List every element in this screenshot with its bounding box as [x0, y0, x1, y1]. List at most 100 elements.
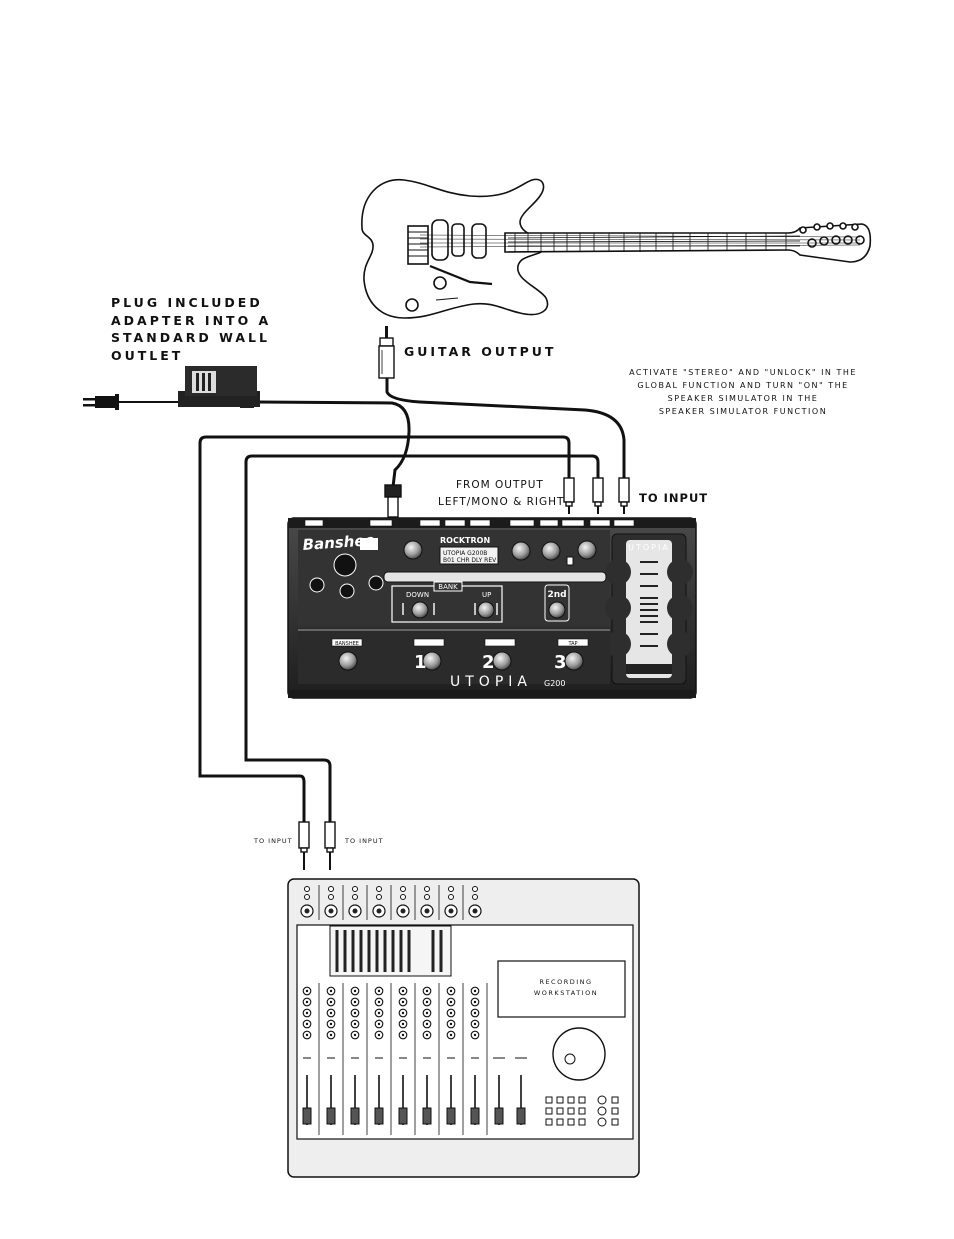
cables — [118, 378, 626, 822]
pedal-bank-label: BANK — [438, 583, 458, 591]
pedal-banshee-label: BANSHEE — [335, 641, 359, 647]
channel-led — [448, 894, 454, 900]
channel-eq-knob-dot — [353, 1022, 357, 1026]
pedal-display-line2: B01 CHR DLY REV — [443, 557, 497, 564]
level-meter — [351, 930, 355, 972]
channel-eq-knob-dot — [449, 1000, 453, 1004]
output-cable-left — [198, 435, 571, 822]
channel-eq-knob-dot — [353, 989, 357, 993]
plug-instruction-line2: ADAPTER INTO A — [111, 312, 272, 328]
level-meter — [343, 930, 347, 972]
channel-eq-knob-dot — [449, 1011, 453, 1015]
master-fader-cap — [494, 1107, 504, 1125]
channel-led — [328, 894, 334, 900]
setup-note-line4: SPEAKER SIMULATOR FUNCTION — [658, 407, 828, 416]
channel-eq-knob-dot — [377, 1011, 381, 1015]
transport-button — [611, 1096, 619, 1104]
from-output-line1: FROM OUTPUT — [456, 479, 544, 491]
transport-button — [556, 1118, 564, 1126]
level-meter — [439, 930, 443, 972]
transport-button — [545, 1118, 553, 1126]
pedal-down-label: DOWN — [406, 591, 429, 599]
channel-fader-cap — [446, 1107, 456, 1125]
setup-note-line3: SPEAKER SIMULATOR IN THE — [667, 394, 819, 403]
channel-eq-knob-dot — [401, 1011, 405, 1015]
power-adapter-icon — [178, 366, 260, 408]
channel-eq-knob-dot — [329, 1011, 333, 1015]
pedal-brand: ROCKTRON — [440, 536, 490, 545]
pedal-switch-1: 1 — [414, 652, 427, 673]
workstation-screen — [497, 960, 626, 1018]
pedal-model-name: UTOPIA — [450, 674, 532, 690]
transport-button — [578, 1096, 586, 1104]
channel-input-knob-center — [352, 908, 358, 914]
level-meter — [431, 930, 435, 972]
channel-fader-cap — [470, 1107, 480, 1125]
plug-instruction-line3: STANDARD WALL — [111, 330, 270, 345]
jog-wheel — [552, 1027, 606, 1081]
channel-fader-cap — [422, 1107, 432, 1125]
level-meter — [359, 930, 363, 972]
channel-fader-cap — [326, 1107, 336, 1125]
master-fader-cap — [516, 1107, 526, 1125]
recording-workstation-icon: RECORDING WORKSTATION — [287, 878, 640, 1178]
guitar-icon — [361, 178, 872, 319]
plug-instruction-line4: OUTLET — [111, 347, 184, 363]
setup-note: ACTIVATE "STEREO" AND "UNLOCK" IN THE GL… — [612, 366, 874, 418]
channel-eq-knob-dot — [353, 1000, 357, 1004]
transport-button — [567, 1118, 575, 1126]
pedal-switch-3: 3 — [554, 652, 567, 673]
channel-led — [400, 886, 406, 892]
pedal-tone-knobs — [309, 553, 384, 599]
channel-input-knob-center — [448, 908, 454, 914]
setup-note-line2: GLOBAL FUNCTION AND TURN "ON" THE — [637, 381, 849, 390]
transport-button — [556, 1107, 564, 1115]
channel-eq-knob-dot — [449, 1022, 453, 1026]
jack-plug-icon — [378, 326, 395, 379]
channel-eq-knob-dot — [425, 989, 429, 993]
plug-instruction: PLUG INCLUDED ADAPTER INTO A STANDARD WA… — [111, 294, 271, 364]
pedal-display — [439, 546, 499, 565]
channel-eq-knob-dot — [377, 1022, 381, 1026]
channel-fader-cap — [302, 1107, 312, 1125]
channel-led — [472, 894, 478, 900]
channel-led — [304, 886, 310, 892]
pedal-model-suffix: G200 — [544, 679, 565, 688]
channel-eq-knob-dot — [305, 1033, 309, 1037]
transport-button — [578, 1107, 586, 1115]
from-output-line2: LEFT/MONO & RIGHT — [438, 496, 565, 508]
transport-button — [611, 1118, 619, 1126]
pedal-tap-label: TAP — [567, 641, 577, 647]
pedal-second-label: 2nd — [547, 590, 566, 600]
channel-eq-knob-dot — [401, 989, 405, 993]
channel-eq-knob-dot — [329, 1022, 333, 1026]
level-meter — [335, 930, 339, 972]
transport-button — [611, 1107, 619, 1115]
channel-led — [424, 886, 430, 892]
channel-eq-knob-dot — [473, 1011, 477, 1015]
transport-knob — [597, 1095, 607, 1105]
transport-button — [545, 1096, 553, 1104]
transport-knob — [597, 1106, 607, 1116]
channel-eq-knob-dot — [377, 989, 381, 993]
channel-input-knob-center — [328, 908, 334, 914]
pedal-switch-2: 2 — [482, 652, 495, 673]
to-input-left-label-1: TO INPUT — [254, 837, 293, 845]
setup-note-line1: ACTIVATE "STEREO" AND "UNLOCK" IN THE — [629, 368, 857, 377]
channel-fader-cap — [374, 1107, 384, 1125]
level-meter — [391, 930, 395, 972]
channel-led — [424, 894, 430, 900]
channel-eq-knob-dot — [401, 1022, 405, 1026]
channel-eq-knob-dot — [425, 1022, 429, 1026]
level-meter — [383, 930, 387, 972]
output-cable-right — [244, 454, 600, 822]
level-meter — [375, 930, 379, 972]
channel-eq-knob-dot — [329, 1033, 333, 1037]
channel-led — [352, 886, 358, 892]
channel-led — [376, 886, 382, 892]
channel-eq-knob-dot — [305, 1000, 309, 1004]
transport-button — [578, 1118, 586, 1126]
channel-eq-knob-dot — [305, 1011, 309, 1015]
to-input-right-label: TO INPUT — [639, 491, 709, 505]
